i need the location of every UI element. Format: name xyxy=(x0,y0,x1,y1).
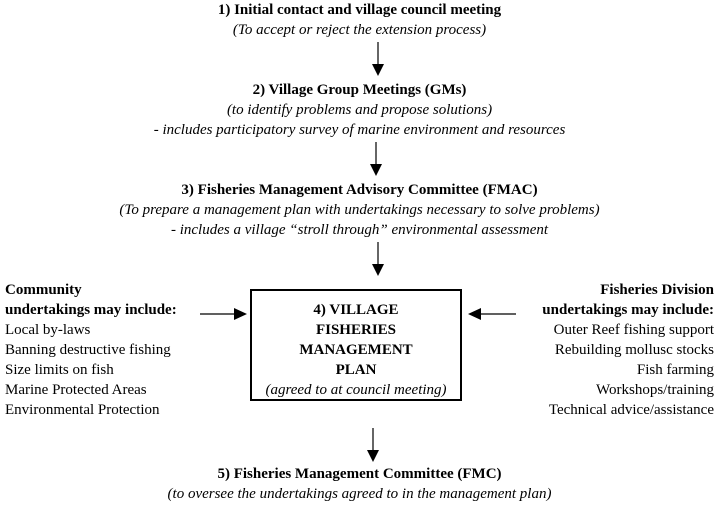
step3-note: - includes a village “stroll through” en… xyxy=(170,222,549,238)
plan-line-4: PLAN xyxy=(335,362,377,378)
community-item: Banning destructive fishing xyxy=(5,342,171,358)
step1-subtitle: (To accept or reject the extension proce… xyxy=(232,22,487,38)
step5-subtitle: (to oversee the undertakings agreed to i… xyxy=(167,486,552,502)
plan-line-2: FISHERIES xyxy=(315,322,397,338)
community-item: Size limits on fish xyxy=(5,362,114,378)
step5-title: 5) Fisheries Management Committee (FMC) xyxy=(217,466,502,482)
arrow-community-to-plan xyxy=(200,308,247,320)
community-heading-1: Community xyxy=(5,282,82,298)
fisheries-item: Technical advice/assistance xyxy=(548,402,714,418)
fisheries-heading-2: undertakings may include: xyxy=(542,302,714,318)
fisheries-item: Fish farming xyxy=(636,362,714,378)
plan-line-1: 4) VILLAGE xyxy=(313,302,399,318)
fisheries-item: Outer Reef fishing support xyxy=(553,322,714,338)
fisheries-heading-1: Fisheries Division xyxy=(600,282,714,298)
arrow-down-4-to-5 xyxy=(367,428,379,462)
arrow-fisheries-to-plan xyxy=(468,308,516,320)
community-item: Environmental Protection xyxy=(5,402,160,418)
community-item: Marine Protected Areas xyxy=(5,382,147,398)
step3-subtitle: (To prepare a management plan with under… xyxy=(119,202,600,218)
arrow-down-3-to-4 xyxy=(372,242,384,276)
step1-title: 1) Initial contact and village council m… xyxy=(217,2,502,18)
plan-subtitle: (agreed to at council meeting) xyxy=(265,382,447,398)
step2-subtitle: (to identify problems and propose soluti… xyxy=(226,102,493,118)
step2-title: 2) Village Group Meetings (GMs) xyxy=(252,82,467,98)
arrow-down-1-to-2 xyxy=(372,42,384,76)
fisheries-item: Workshops/training xyxy=(596,382,714,398)
management-plan-box: 4) VILLAGE FISHERIES MANAGEMENT PLAN (ag… xyxy=(250,289,462,401)
community-item: Local by-laws xyxy=(5,322,91,338)
fisheries-item: Rebuilding mollusc stocks xyxy=(554,342,714,358)
step3-title: 3) Fisheries Management Advisory Committ… xyxy=(181,182,538,198)
plan-line-3: MANAGEMENT xyxy=(299,342,413,358)
community-heading-2: undertakings may include: xyxy=(5,302,177,318)
arrow-down-2-to-3 xyxy=(370,142,382,176)
step2-note: - includes participatory survey of marin… xyxy=(153,122,566,138)
